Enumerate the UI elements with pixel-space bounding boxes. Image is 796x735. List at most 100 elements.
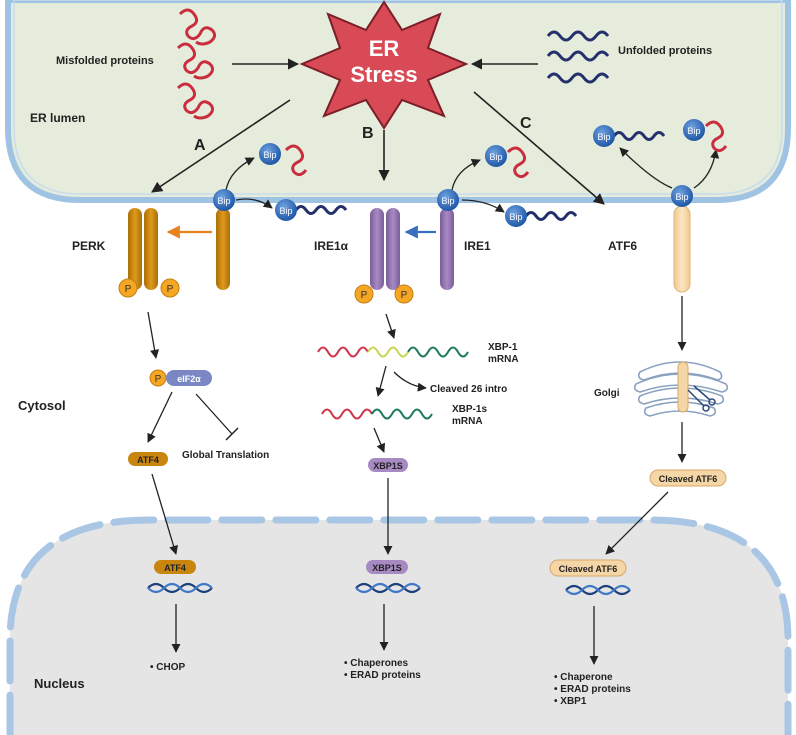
scissors-icon [687, 385, 716, 412]
atf4-cyto-label: ATF4 [137, 455, 159, 465]
golgi-label: Golgi [594, 388, 620, 399]
atf6-label: ATF6 [608, 239, 637, 253]
bip-atf6-free-a: Bip [593, 125, 615, 147]
er-lumen-label: ER lumen [30, 111, 85, 125]
cleaved-atf6-nuclear-label: Cleaved ATF6 [559, 564, 618, 574]
er-stress-label-line1: ER [369, 36, 400, 61]
xbp1s-mrna-label-2: mRNA [452, 416, 483, 427]
atf6-target-xbp1: • XBP1 [554, 696, 587, 707]
perk-target-chop: • CHOP [150, 662, 186, 673]
bip-atf6-bound: Bip [671, 185, 693, 207]
ire1-monomer [440, 208, 454, 290]
er-stress-star [299, 0, 469, 130]
svg-text:Bip: Bip [217, 196, 230, 206]
bip-perk-free-b: Bip [275, 199, 297, 221]
atf6-target-chaperone: • Chaperone [554, 672, 613, 683]
bip-perk-free-a: Bip [259, 143, 281, 165]
arrow-atf4-to-nucleus [151, 473, 179, 555]
phospho-ire1-right: P [394, 284, 414, 304]
xbp1-mrna-label-1: XBP-1 [488, 342, 518, 353]
arrow-cleaved-intro [393, 371, 427, 392]
dna-ire1 [355, 582, 421, 594]
xbp1s-mrna-red [321, 408, 373, 420]
nucleus-label: Nucleus [34, 676, 85, 691]
nuclear-envelope [6, 516, 792, 735]
eif2a-label: eIF2α [177, 374, 201, 384]
bip-misfolded-ire1 [506, 146, 530, 179]
arrow-bip-release-atf6-left [619, 147, 673, 189]
nucleus [10, 520, 788, 735]
cleaved-intro-label: Cleaved 26 intro [430, 384, 507, 395]
svg-text:Bip: Bip [489, 152, 502, 162]
svg-text:Bip: Bip [597, 132, 610, 142]
arrow-bip-release-perk-up [225, 157, 255, 191]
er-membrane-inner [13, 0, 783, 195]
bip-misfolded-perk [284, 144, 308, 177]
inhibit-bar [225, 427, 239, 441]
xbp1s-nuclear-label: XBP1S [372, 563, 402, 573]
arrow-cleaved-to-nucleus [605, 491, 669, 555]
bip-ire1-free-b: Bip [505, 205, 527, 227]
arrow-bip-release-ire1-right [461, 199, 505, 213]
bip-atf6-free-b: Bip [683, 119, 705, 141]
branch-a-label: A [194, 137, 206, 154]
xbp1-mrna-red [317, 346, 369, 358]
xbp1-mrna-label-2: mRNA [488, 354, 519, 365]
bip-perk-bound: Bip [213, 189, 235, 211]
bip-unfolded-ire1 [524, 211, 578, 221]
cleaved-atf6-cyto-label: Cleaved ATF6 [659, 474, 718, 484]
xbp1-mrna-yellow [367, 346, 409, 358]
arrow-bip-release-ire1-up [451, 158, 481, 191]
arrow-mrna-to-spliced [375, 365, 387, 397]
er-stress-label-line2: Stress [350, 62, 417, 87]
atf6-in-golgi [677, 361, 689, 413]
perk-monomer [216, 208, 230, 290]
cleaved-atf6-cyto-pill [649, 469, 727, 487]
inhibit-global-translation [195, 393, 233, 435]
ire1-target-erad: • ERAD proteins [344, 670, 421, 681]
arrow-branch-a [151, 99, 291, 193]
bip-misfolded-atf6 [704, 120, 728, 153]
bip-ire1-bound: Bip [437, 189, 459, 211]
svg-text:Bip: Bip [263, 150, 276, 160]
misfolded-protein-cluster [176, 8, 217, 120]
atf4-cyto-pill [128, 452, 168, 466]
xbp1s-mrna-label-1: XBP-1s [452, 404, 487, 415]
branch-c-label: C [520, 115, 532, 132]
svg-text:Bip: Bip [279, 206, 292, 216]
global-translation-label: Global Translation [182, 450, 269, 461]
eif2a-pill [166, 370, 212, 386]
svg-text:Bip: Bip [675, 192, 688, 202]
dna-atf6 [565, 584, 631, 596]
xbp1s-nuclear-pill [366, 560, 408, 574]
perk-label: PERK [72, 239, 106, 253]
ire1a-dimer [370, 208, 400, 290]
xbp1-mrna-green [407, 346, 469, 358]
xbp1s-cyto-pill [368, 458, 408, 472]
ire1a-label: IRE1α [314, 239, 349, 253]
atf4-nuclear-pill [154, 560, 196, 574]
svg-text:P: P [401, 290, 408, 301]
bip-unfolded-atf6 [612, 131, 666, 141]
bip-unfolded-perk [294, 205, 348, 215]
cytosol-label: Cytosol [18, 398, 66, 413]
unfolded-proteins-label: Unfolded proteins [618, 45, 712, 57]
ire1-target-chaperones: • Chaperones [344, 658, 409, 669]
arrow-bip-release-perk-right [235, 198, 273, 209]
arrow-branch-c [473, 91, 605, 205]
svg-text:Bip: Bip [509, 212, 522, 222]
xbp1s-mrna-green [371, 408, 433, 420]
cleaved-atf6-nuclear-pill [549, 559, 627, 577]
bip-ire1-free-a: Bip [485, 145, 507, 167]
ire1-label: IRE1 [464, 239, 491, 253]
svg-text:P: P [167, 284, 174, 295]
phospho-perk-left: P [118, 278, 138, 298]
phospho-perk-right: P [160, 278, 180, 298]
svg-text:Bip: Bip [441, 196, 454, 206]
svg-text:P: P [125, 284, 132, 295]
atf4-nuclear-label: ATF4 [164, 563, 186, 573]
arrow-perk-to-eif2a [147, 311, 160, 359]
branch-b-label: B [362, 125, 374, 142]
